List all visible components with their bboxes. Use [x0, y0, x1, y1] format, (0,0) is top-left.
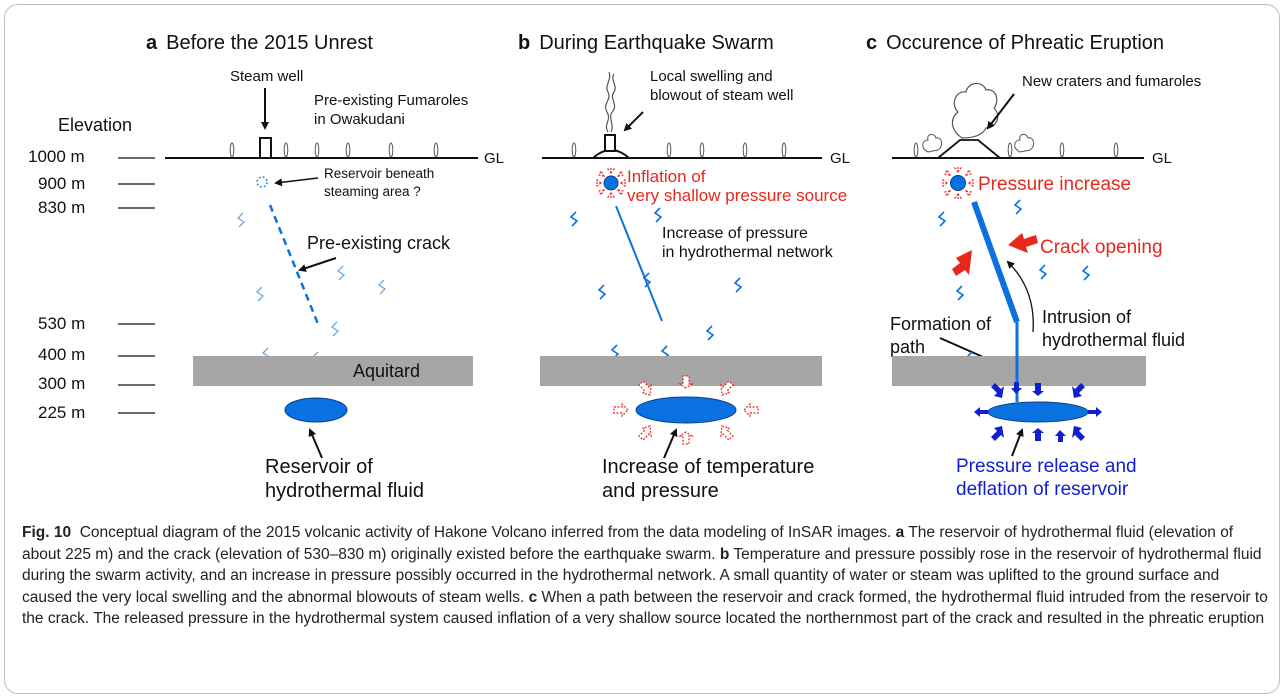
- steam-well-b: [604, 134, 616, 152]
- crack-opening-label: Crack opening: [1040, 237, 1163, 258]
- fumaroles-a: [229, 142, 439, 158]
- reservoir-c: [987, 401, 1089, 423]
- aquitard-label: Aquitard: [353, 361, 420, 381]
- caption-a-label: a: [895, 524, 905, 541]
- crack-label: Pre-existing crack: [307, 233, 451, 253]
- fumaroles-label-2: in Owakudani: [314, 111, 405, 128]
- steam-reservoir-arrow: [274, 177, 319, 187]
- pressure-increase-label: Pressure increase: [978, 174, 1131, 195]
- opened-crack: [971, 200, 1020, 324]
- caption-a-text: The reservoir of hydrothermal fluid (ele…: [22, 524, 1234, 563]
- shallow-source-c: [942, 167, 974, 199]
- caption-b-text: Temperature and pressure possibly rose i…: [22, 545, 1262, 606]
- deflation-arrows-c: [974, 382, 1102, 442]
- temperature-label-2: and pressure: [602, 480, 719, 502]
- small-plume-right: [1014, 133, 1035, 153]
- crack-arrow: [298, 257, 337, 272]
- fumaroles-label-1: Pre-existing Fumaroles: [314, 92, 468, 109]
- reservoir-arrow-a: [308, 428, 323, 459]
- elevation-400: 400 m: [38, 345, 85, 364]
- aquitard-a: [193, 356, 473, 386]
- aquitard-b: [540, 356, 822, 386]
- swelling-label-1: Local swelling and: [650, 68, 773, 85]
- caption-intro: Conceptual diagram of the 2015 volcanic …: [79, 524, 892, 541]
- intrusion-arrow: [1006, 260, 1034, 333]
- reservoir-b: [635, 396, 737, 424]
- panel-c: GL New craters and fumaroles Pressure in…: [890, 73, 1201, 500]
- steam-reservoir-label-2: steaming area ?: [324, 184, 421, 199]
- reservoir-a: [284, 397, 348, 423]
- figure-frame: [4, 4, 1280, 694]
- elevation-ticks: 1000 m 900 m 830 m 530 m 400 m 300 m 225…: [28, 147, 155, 422]
- small-plume-left: [922, 133, 943, 153]
- elevation-300: 300 m: [38, 374, 85, 393]
- temperature-label-1: Increase of temperature: [602, 456, 814, 478]
- pressure-label-2: in hydrothermal network: [662, 244, 834, 261]
- steam-well-a: [259, 137, 272, 159]
- steam-reservoir-label-1: Reservoir beneath: [324, 166, 434, 181]
- new-crater: [937, 139, 1001, 159]
- elevation-530: 530 m: [38, 314, 85, 333]
- elevation-heading: Elevation: [58, 115, 132, 135]
- fumaroles-c: [913, 142, 1119, 158]
- swelling-label-2: blowout of steam well: [650, 87, 793, 104]
- elevation-900: 900 m: [38, 174, 85, 193]
- pressure-label-1: Increase of pressure: [662, 225, 808, 242]
- elevation-830: 830 m: [38, 198, 85, 217]
- gl-label-b: GL: [830, 150, 850, 167]
- figure-caption: Fig. 10 Conceptual diagram of the 2015 v…: [22, 522, 1270, 630]
- blowout-steam: [605, 71, 616, 133]
- crack-opening-arrow-left: [952, 250, 972, 276]
- inflation-label-2: very shallow pressure source: [627, 186, 847, 205]
- crack-opening-arrow-right: [1008, 233, 1038, 253]
- pressure-arrows-b: [613, 375, 759, 445]
- shallow-source-b: [596, 168, 626, 198]
- swelling-arrow: [623, 111, 644, 132]
- gl-label-a: GL: [484, 150, 504, 167]
- elevation-225: 225 m: [38, 403, 85, 422]
- inflation-label-1: Inflation of: [627, 167, 706, 186]
- formation-label-2: path: [890, 337, 925, 357]
- caption-fig-label: Fig. 10: [22, 524, 72, 541]
- intrusion-label-1: Intrusion of: [1042, 307, 1132, 327]
- craters-arrow: [986, 93, 1015, 130]
- eruption-plume: [951, 82, 999, 139]
- reservoir-arrow-b: [663, 428, 678, 459]
- fumaroles-b: [571, 142, 787, 158]
- steam-reservoir-a: [256, 176, 268, 188]
- reservoir-arrow-c: [1011, 428, 1024, 457]
- caption-c-text: When a path between the reservoir and cr…: [22, 588, 1268, 628]
- reservoir-label-2: hydrothermal fluid: [265, 480, 424, 502]
- reservoir-label-1: Reservoir of: [265, 456, 373, 478]
- intrusion-label-2: hydrothermal fluid: [1042, 330, 1185, 350]
- microseismicity-a: [236, 212, 387, 367]
- elevation-1000: 1000 m: [28, 147, 85, 166]
- craters-label: New craters and fumaroles: [1022, 73, 1201, 90]
- pre-existing-crack: [268, 204, 320, 325]
- crack-b: [615, 205, 663, 322]
- formation-label-1: Formation of: [890, 314, 992, 334]
- caption-b-label: b: [719, 545, 730, 563]
- panel-b: GL Local swelling and blowout of steam w…: [540, 68, 850, 502]
- caption-c-label: c: [528, 588, 538, 606]
- aquitard-c: [892, 356, 1146, 386]
- steam-well-label: Steam well: [230, 68, 303, 85]
- gl-label-c: GL: [1152, 150, 1172, 167]
- panel-a: GL Steam well Pre-existing Fumaroles in …: [165, 68, 504, 502]
- release-label-2: deflation of reservoir: [956, 479, 1129, 500]
- release-label-1: Pressure release and: [956, 456, 1137, 477]
